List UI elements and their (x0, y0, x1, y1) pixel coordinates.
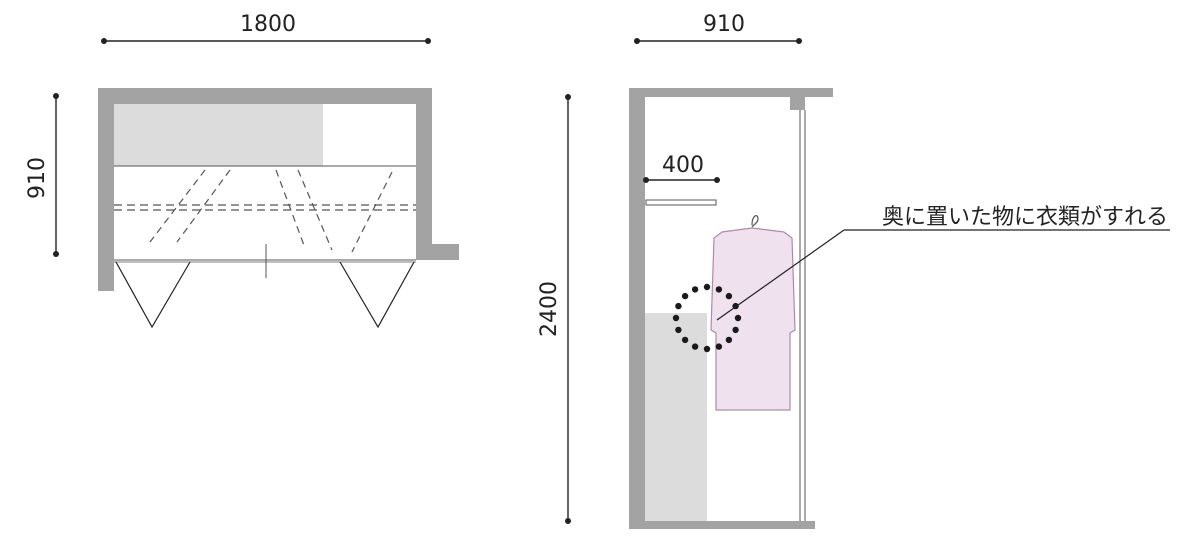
section-width-dimension: 910 (634, 12, 802, 44)
plan-width-label: 1800 (240, 12, 296, 37)
plan-hanging-rod (114, 204, 416, 211)
marker-dot (725, 336, 733, 344)
marker-dot (681, 292, 689, 300)
section-height-label: 2400 (537, 281, 562, 337)
marker-dot (725, 292, 733, 300)
plan-folding-doors (115, 261, 415, 329)
section-width-label: 910 (703, 12, 745, 37)
plan-shelf (114, 104, 323, 166)
plan-depth-label: 910 (25, 157, 50, 199)
section-shelf-board (645, 199, 717, 206)
hanging-garment (710, 215, 796, 411)
section-door (799, 110, 806, 521)
shelf-depth-dimension: 400 (643, 153, 720, 183)
marker-dot (675, 302, 682, 310)
stored-object (645, 313, 707, 521)
marker-dot (681, 336, 689, 344)
plan-view: 1800 910 (25, 12, 459, 329)
marker-dot (703, 283, 711, 291)
plan-hangers (149, 169, 393, 253)
marker-dot (675, 326, 682, 334)
marker-dot (715, 343, 723, 350)
plan-width-dimension: 1800 (101, 12, 431, 44)
callout-leader (716, 229, 845, 321)
section-walls (629, 88, 833, 529)
rub-point-marker (672, 283, 742, 353)
marker-dot (715, 286, 723, 293)
marker-dot (691, 286, 699, 293)
plan-walls (98, 88, 459, 291)
marker-dot (703, 345, 711, 353)
callout-text: 奥に置いた物に衣類がすれる (882, 205, 1168, 230)
shelf-depth-label: 400 (662, 153, 704, 178)
marker-dot (732, 326, 739, 334)
section-height-dimension: 2400 (537, 94, 571, 524)
plan-depth-dimension: 910 (25, 93, 59, 257)
section-view: 910 2400 400 (537, 12, 1170, 529)
marker-dot (691, 343, 699, 350)
marker-dot (734, 314, 742, 322)
marker-dot (672, 314, 680, 322)
